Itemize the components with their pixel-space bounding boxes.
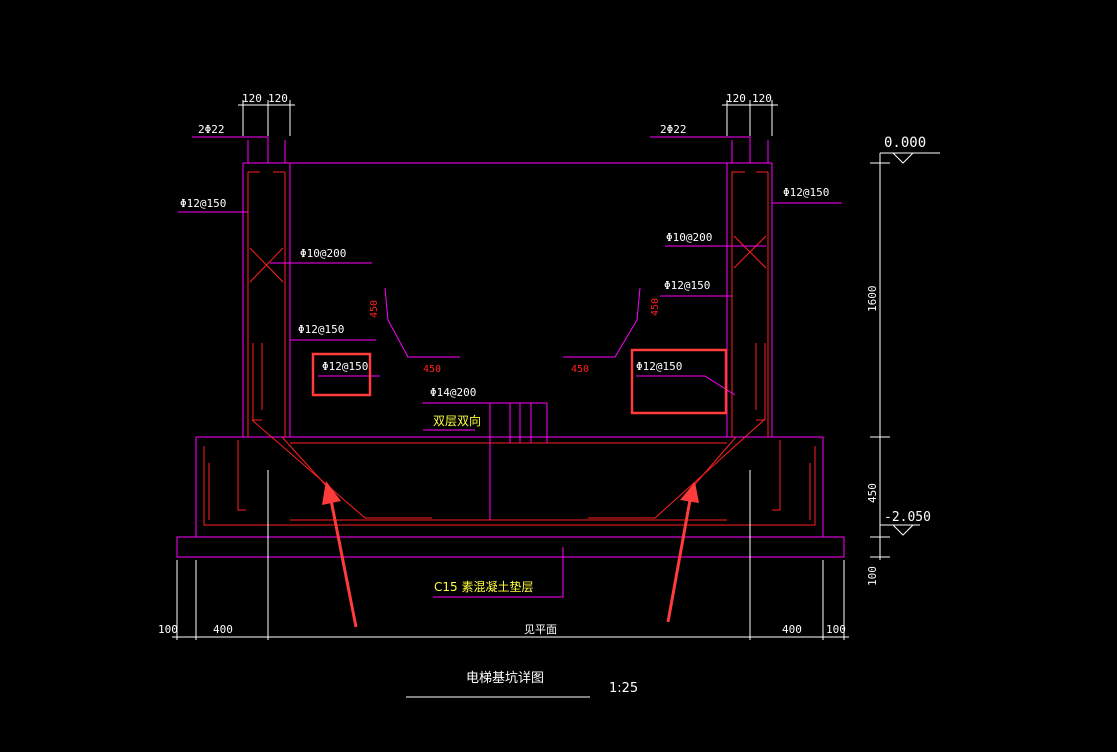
arrow-right	[666, 499, 692, 623]
label-top-right-bars: 2Φ22	[660, 123, 687, 136]
dim-right-2: 450	[866, 483, 879, 503]
arrow-left	[329, 499, 358, 628]
red-dim-right-vertical: 450	[650, 298, 661, 316]
label-slab-note: 双层双向	[433, 413, 481, 428]
dim-top-right-a: 120	[726, 92, 746, 105]
label-left-wall-outer: Φ12@150	[180, 197, 226, 210]
leader-lines	[178, 136, 842, 598]
elev-bottom: -2.050	[884, 510, 931, 525]
dim-top-right-b: 120	[752, 92, 772, 105]
arrow-left-head	[322, 481, 341, 505]
dim-bottom-right-1: 400	[782, 623, 802, 636]
red-dim-left-horizontal: 450	[423, 364, 441, 375]
rebar-lines	[203, 171, 816, 526]
red-dim-left-vertical: 450	[369, 300, 380, 318]
dim-bottom-mid: 见平面	[524, 623, 557, 636]
dim-right-3: 100	[866, 566, 879, 586]
label-top-left-bars: 2Φ22	[198, 123, 225, 136]
highlight-box-left	[311, 352, 372, 397]
red-dim-right-horizontal: 450	[571, 364, 589, 375]
label-left-boxed: Φ12@150	[322, 360, 368, 373]
highlight-box-right	[630, 348, 728, 415]
label-cushion: C15 素混凝土垫层	[434, 579, 533, 594]
label-left-inner: Φ12@150	[298, 323, 344, 336]
elev-top: 0.000	[884, 135, 926, 151]
label-right-wall-outer: Φ12@150	[783, 186, 829, 199]
label-slab-bars: Φ14@200	[430, 386, 476, 399]
dimension-lines	[172, 100, 940, 698]
dim-top-left-a: 120	[242, 92, 262, 105]
dim-bottom-left-1: 100	[158, 623, 178, 636]
label-right-boxed: Φ12@150	[636, 360, 682, 373]
dim-right-1: 1600	[866, 286, 879, 313]
label-left-stirrup: Φ10@200	[300, 247, 346, 260]
dim-bottom-right-2: 100	[826, 623, 846, 636]
arrow-right-head	[680, 482, 699, 503]
drawing-scale: 1:25	[609, 681, 638, 696]
concrete-outline	[176, 140, 845, 558]
drawing-title: 电梯基坑详图	[466, 671, 544, 686]
dim-bottom-left-2: 400	[213, 623, 233, 636]
label-right-stirrup: Φ10@200	[666, 231, 712, 244]
labels: 2Φ22 2Φ22 Φ12@150 Φ12@150 Φ10@200 Φ10@20…	[158, 92, 931, 696]
label-right-inner: Φ12@150	[664, 279, 710, 292]
highlight-annotations	[311, 348, 728, 628]
dim-top-left-b: 120	[268, 92, 288, 105]
